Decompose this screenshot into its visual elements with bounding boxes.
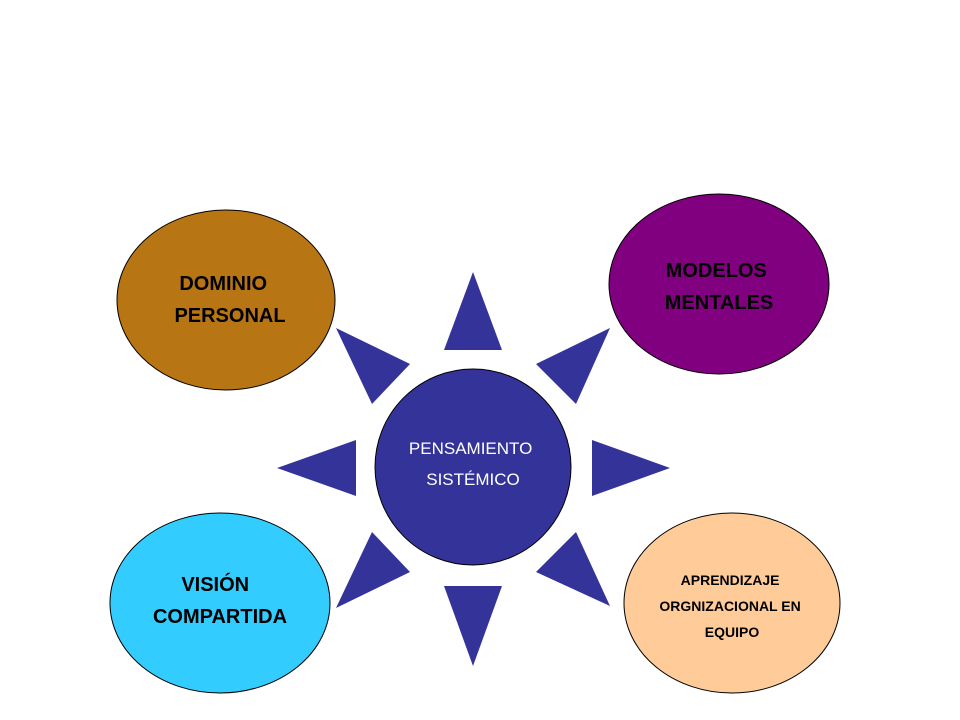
ray-bottom-right bbox=[536, 532, 610, 606]
center-node: PENSAMIENTO SISTÉMICO bbox=[374, 368, 572, 566]
node-aprendizaje-equipo: APRENDIZAJE ORGNIZACIONAL EN EQUIPO bbox=[623, 512, 841, 694]
node-label: APRENDIZAJE ORGNIZACIONAL EN EQUIPO bbox=[659, 572, 804, 640]
node-ellipse bbox=[109, 512, 331, 694]
node-label: MODELOS MENTALES bbox=[665, 260, 774, 314]
node-dominio-personal: DOMINIO PERSONAL bbox=[116, 209, 336, 391]
node-vision-compartida: VISIÓN COMPARTIDA bbox=[109, 512, 331, 694]
node-label: DOMINIO PERSONAL bbox=[174, 273, 285, 327]
node-ellipse bbox=[608, 193, 830, 375]
ray-top bbox=[444, 272, 502, 350]
center-label: PENSAMIENTO SISTÉMICO bbox=[409, 439, 537, 489]
node-label: VISIÓN COMPARTIDA bbox=[153, 572, 287, 628]
rays bbox=[277, 272, 670, 666]
node-ellipse bbox=[116, 209, 336, 391]
node-ellipse bbox=[623, 512, 841, 694]
ray-left bbox=[277, 440, 356, 496]
node-modelos-mentales: MODELOS MENTALES bbox=[608, 193, 830, 375]
ray-bottom bbox=[444, 586, 502, 666]
ray-top-right bbox=[536, 328, 610, 404]
ray-top-left bbox=[336, 328, 410, 404]
center-circle bbox=[374, 368, 572, 566]
ray-right bbox=[592, 440, 670, 496]
ray-bottom-left bbox=[336, 532, 410, 608]
